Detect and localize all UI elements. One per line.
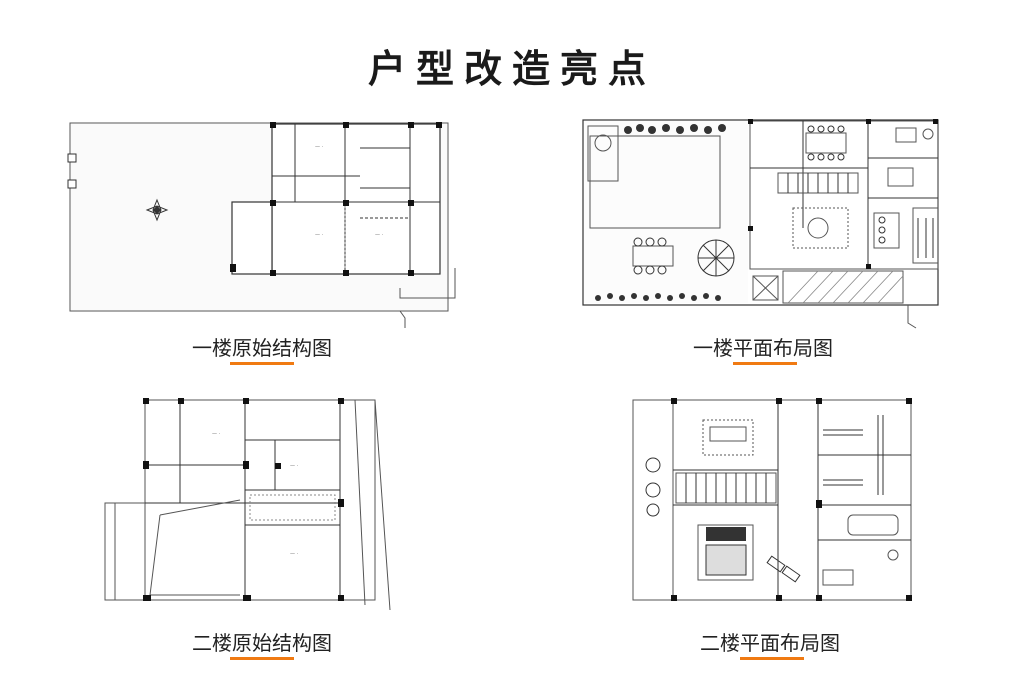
caption-1f-original: 一楼原始结构图 (192, 336, 332, 360)
plan-2f-original: — · — · — · (100, 395, 400, 615)
svg-text:— ·: — · (315, 144, 324, 150)
caption-2f-original: 二楼原始结构图 (192, 631, 332, 655)
svg-text:— ·: — · (290, 463, 299, 469)
floorplan-2f-layout-drawing (632, 398, 912, 601)
svg-text:— ·: — · (212, 431, 221, 437)
svg-text:— ·: — · (375, 232, 384, 238)
plan-2f-layout (628, 395, 918, 610)
floorplan-1f-original-drawing: — · — · — · (67, 122, 456, 328)
caption-underline (230, 657, 294, 660)
svg-text:— ·: — · (290, 551, 299, 557)
page-title: 户型改造亮点 (367, 47, 656, 91)
caption-underline (733, 362, 797, 365)
floorplan-1f-layout-drawing (582, 119, 939, 329)
caption-underline (230, 362, 294, 365)
floorplan-2f-original-drawing: — · — · — · (104, 398, 391, 611)
caption-2f-layout: 二楼平面布局图 (700, 631, 840, 655)
plan-1f-original: — · — · — · (60, 118, 460, 333)
caption-underline (740, 657, 804, 660)
caption-1f-layout: 一楼平面布局图 (693, 336, 833, 360)
svg-text:— ·: — · (315, 232, 324, 238)
plan-1f-layout (578, 118, 948, 333)
